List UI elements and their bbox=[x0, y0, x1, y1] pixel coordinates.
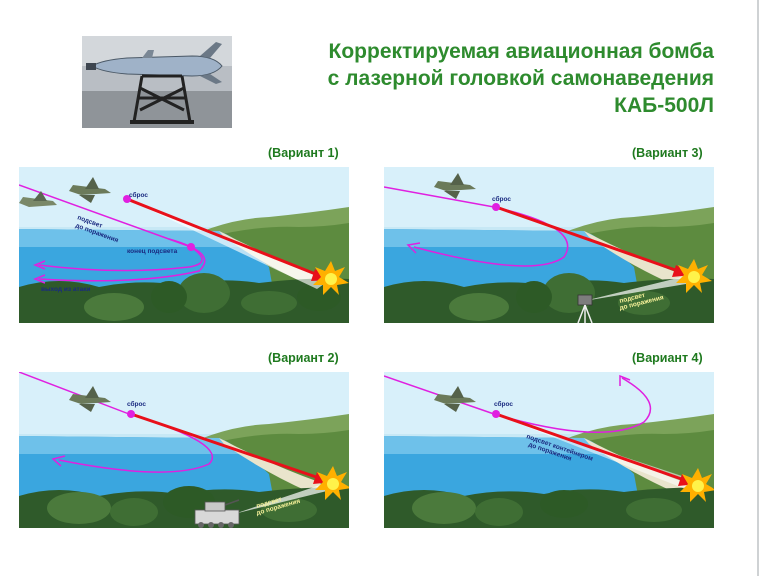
release-label: сброс bbox=[494, 400, 513, 408]
jet-aircraft-icon bbox=[434, 173, 476, 199]
variant-4-panel: сброс подсвет контейнером до поражения bbox=[384, 372, 714, 528]
variant-1-panel: сброс подсвет до поражения конец подсвет… bbox=[19, 167, 349, 323]
illumination-end-label: конец подсвета bbox=[127, 248, 178, 255]
explosion-icon bbox=[315, 466, 349, 500]
bomb-photo bbox=[82, 36, 232, 128]
jet-aircraft-icon bbox=[434, 386, 476, 412]
title-line-2: с лазерной головкой самонаведения bbox=[327, 67, 714, 90]
explosion-icon bbox=[680, 468, 714, 502]
release-label: сброс bbox=[492, 195, 511, 203]
release-label: сброс bbox=[127, 400, 146, 408]
variant-2-label: (Вариант 2) bbox=[268, 351, 339, 365]
attack-exit-label: выход из атаки bbox=[41, 286, 91, 293]
explosion-icon bbox=[313, 261, 349, 295]
right-border bbox=[757, 0, 759, 576]
variant-3-panel: сброс подсвет до поражения bbox=[384, 167, 714, 323]
title-line-3: КАБ-500Л bbox=[614, 94, 714, 117]
page-title: Корректируемая авиационная бомба с лазер… bbox=[284, 38, 714, 119]
variant-4-label: (Вариант 4) bbox=[632, 351, 703, 365]
title-line-1: Корректируемая авиационная бомба bbox=[328, 40, 714, 63]
variant-3-label: (Вариант 3) bbox=[632, 146, 703, 160]
jet-aircraft-icon bbox=[19, 191, 57, 207]
laser-designator-tripod-icon bbox=[577, 294, 593, 323]
variant-2-panel: сброс подсвет до поражения bbox=[19, 372, 349, 528]
tank-icon bbox=[194, 499, 240, 528]
variant-1-label: (Вариант 1) bbox=[268, 146, 339, 160]
jet-aircraft-icon bbox=[69, 177, 111, 203]
jet-aircraft-icon bbox=[69, 386, 111, 412]
release-label: сброс bbox=[129, 191, 148, 199]
explosion-icon bbox=[676, 259, 712, 293]
